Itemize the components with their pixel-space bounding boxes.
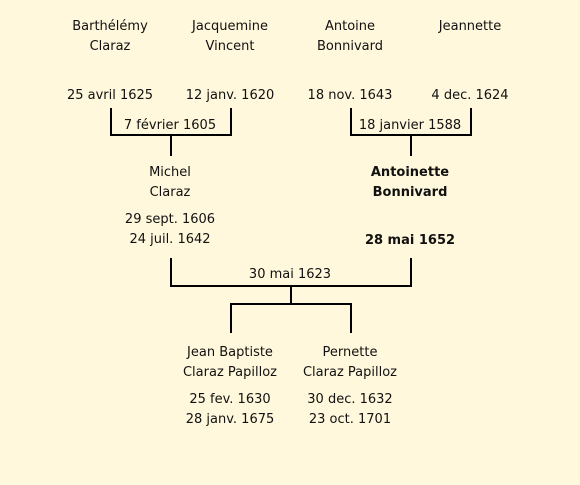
- child1-first-name: Jean Baptiste: [187, 345, 273, 360]
- paternal-grandmother-first-name: Jacquemine: [192, 19, 268, 34]
- child2-first-name: Pernette: [322, 345, 378, 360]
- maternal-grandmother-first-name: Jeannette: [438, 19, 502, 34]
- child2-last-name: Claraz Papilloz: [302, 365, 397, 380]
- mother-first-name: Antoinette: [370, 165, 450, 180]
- parents-marriage-date: 30 mai 1623: [248, 267, 332, 282]
- maternal-grandmother-date: 4 dec. 1624: [431, 88, 509, 103]
- mother-last-name: Bonnivard: [372, 185, 448, 200]
- paternal-marriage-date: 7 février 1605: [123, 118, 217, 133]
- children-line: [230, 303, 352, 305]
- maternal-marriage-date: 18 janvier 1588: [358, 118, 462, 133]
- paternal-grandmother-date: 12 janv. 1620: [185, 88, 275, 103]
- paternal-grandfather-last-name: Claraz: [89, 39, 131, 54]
- child1-last-name: Claraz Papilloz: [182, 365, 277, 380]
- children-descent-line: [290, 285, 292, 305]
- paternal-grandmother-connector: [230, 108, 232, 136]
- maternal-grandmother-connector: [470, 108, 472, 136]
- paternal-grandmother-last-name: Vincent: [205, 39, 255, 54]
- child2-death-date: 23 oct. 1701: [308, 412, 392, 427]
- paternal-grandfather-first-name: Barthélémy: [72, 19, 148, 34]
- father-birth-date: 29 sept. 1606: [124, 212, 216, 227]
- maternal-grandfather-connector: [350, 108, 352, 136]
- father-first-name: Michel: [149, 165, 191, 180]
- child1-death-date: 28 janv. 1675: [185, 412, 275, 427]
- maternal-grandfather-date: 18 nov. 1643: [307, 88, 393, 103]
- maternal-grandfather-first-name: Antoine: [324, 19, 376, 34]
- father-last-name: Claraz: [149, 185, 191, 200]
- child1-birth-date: 25 fev. 1630: [189, 392, 271, 407]
- paternal-grandfather-connector: [110, 108, 112, 136]
- mother-connector: [410, 258, 412, 287]
- paternal-grandfather-date: 25 avril 1625: [66, 88, 154, 103]
- child2-birth-date: 30 dec. 1632: [307, 392, 393, 407]
- father-death-date: 24 juil. 1642: [129, 232, 211, 247]
- paternal-descent-line: [170, 134, 172, 156]
- child2-connector: [350, 303, 352, 333]
- maternal-grandfather-last-name: Bonnivard: [317, 39, 383, 54]
- maternal-descent-line: [410, 134, 412, 156]
- father-connector: [170, 258, 172, 287]
- mother-date: 28 mai 1652: [364, 233, 456, 248]
- child1-connector: [230, 303, 232, 333]
